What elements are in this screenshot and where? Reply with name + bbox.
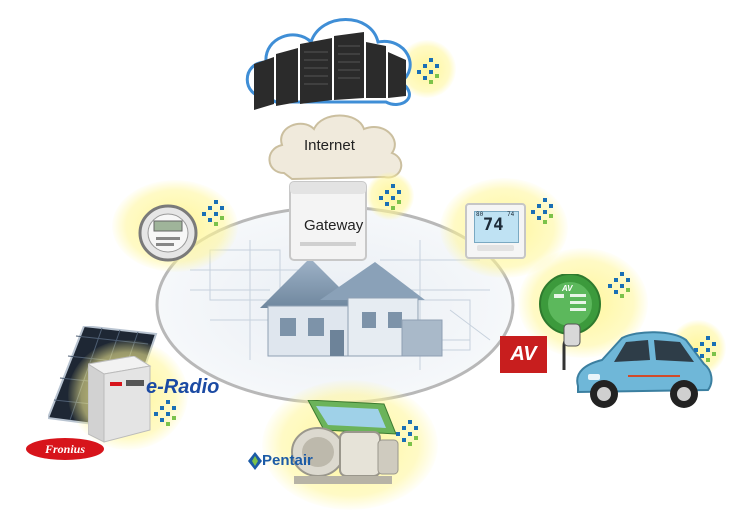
av-logo: AV: [500, 336, 547, 373]
internet-cloud-icon: [268, 114, 403, 181]
ev-charger-icon: [539, 274, 601, 370]
thermostat-setpoint-right: 74: [507, 211, 515, 218]
pentair-diamond-icon: [248, 452, 262, 470]
wireless-signal-icon: [531, 198, 553, 224]
wireless-signal-icon: [396, 420, 418, 446]
wireless-signal-icon: [202, 200, 224, 226]
wireless-signal-icon: [608, 272, 630, 298]
wireless-signal-icon: [154, 400, 176, 426]
wireless-signal-icon: [417, 58, 439, 84]
pentair-logo: Pentair: [262, 452, 313, 469]
wireless-signal-icon: [379, 184, 401, 210]
gateway-router-icon: [289, 181, 367, 261]
eradio-logo: e-Radio: [146, 376, 220, 398]
house-blueprint-icon: [155, 205, 515, 405]
ev-charger-brand: AV: [562, 284, 573, 293]
pool-pump-icon: [291, 400, 399, 484]
electric-car-icon: [576, 331, 713, 408]
smart-meter-icon: [138, 204, 198, 262]
solar-inverter-icon: [88, 356, 152, 443]
thermostat-icon: 74 80 74: [465, 203, 526, 259]
cloud-server-icon: [245, 18, 412, 110]
fronius-logo: Fronius: [26, 438, 104, 460]
thermostat-reading: 74: [483, 215, 504, 235]
internet-label: Internet: [304, 137, 355, 154]
wireless-signal-icon: [694, 336, 716, 362]
thermostat-setpoint-left: 80: [476, 211, 484, 218]
gateway-label: Gateway: [304, 217, 364, 234]
